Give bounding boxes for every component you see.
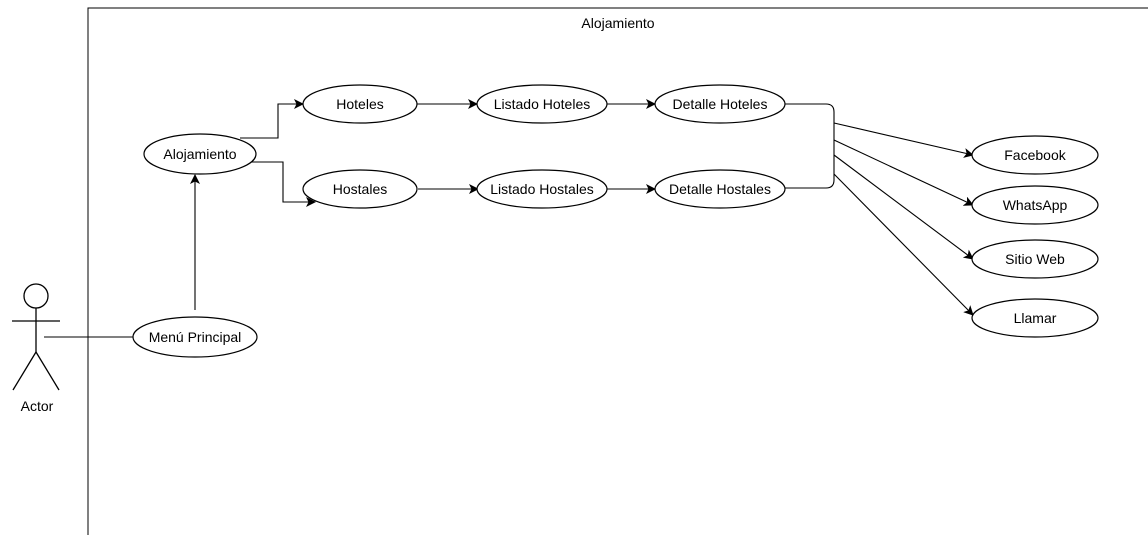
use-case-label: Alojamiento xyxy=(163,146,236,162)
use-case-detalle-hoteles[interactable]: Detalle Hoteles xyxy=(654,84,786,124)
use-case-hoteles[interactable]: Hoteles xyxy=(302,84,418,124)
use-case-label: Facebook xyxy=(1004,147,1066,163)
edge-to-whatsapp xyxy=(833,139,974,206)
edge-to-llamar xyxy=(833,173,974,316)
use-case-detalle-hostales[interactable]: Detalle Hostales xyxy=(654,169,786,209)
use-case-label: Llamar xyxy=(1014,310,1057,326)
use-case-label: Detalle Hostales xyxy=(669,181,771,197)
use-case-label: Hoteles xyxy=(336,96,383,112)
use-case-listado-hostales[interactable]: Listado Hostales xyxy=(476,169,608,209)
edge-alojamiento-hoteles xyxy=(240,99,304,139)
use-case-whatsapp[interactable]: WhatsApp xyxy=(971,185,1099,225)
actor-figure xyxy=(12,283,60,391)
actor-label: Actor xyxy=(21,398,54,414)
use-case-label: WhatsApp xyxy=(1003,197,1068,213)
system-boundary xyxy=(87,7,1148,535)
edge-to-sitio-web xyxy=(833,154,974,260)
use-case-llamar[interactable]: Llamar xyxy=(971,298,1099,338)
edge-detalle-merge xyxy=(785,103,835,189)
edge-alojamiento-hostales xyxy=(246,161,316,207)
use-case-label: Listado Hostales xyxy=(490,181,594,197)
use-case-menu-principal[interactable]: Menú Principal xyxy=(132,316,258,358)
use-case-label: Menú Principal xyxy=(149,329,242,345)
system-title: Alojamiento xyxy=(581,15,654,31)
use-case-label: Hostales xyxy=(333,181,387,197)
use-case-listado-hoteles[interactable]: Listado Hoteles xyxy=(476,84,608,124)
use-case-hostales[interactable]: Hostales xyxy=(302,169,418,209)
use-case-facebook[interactable]: Facebook xyxy=(971,135,1099,175)
use-case-label: Detalle Hoteles xyxy=(673,96,768,112)
use-case-label: Sitio Web xyxy=(1005,251,1065,267)
use-case-sitio-web[interactable]: Sitio Web xyxy=(971,239,1099,279)
use-case-label: Listado Hoteles xyxy=(494,96,591,112)
edge-to-facebook xyxy=(833,122,974,158)
use-case-alojamiento[interactable]: Alojamiento xyxy=(143,133,257,175)
